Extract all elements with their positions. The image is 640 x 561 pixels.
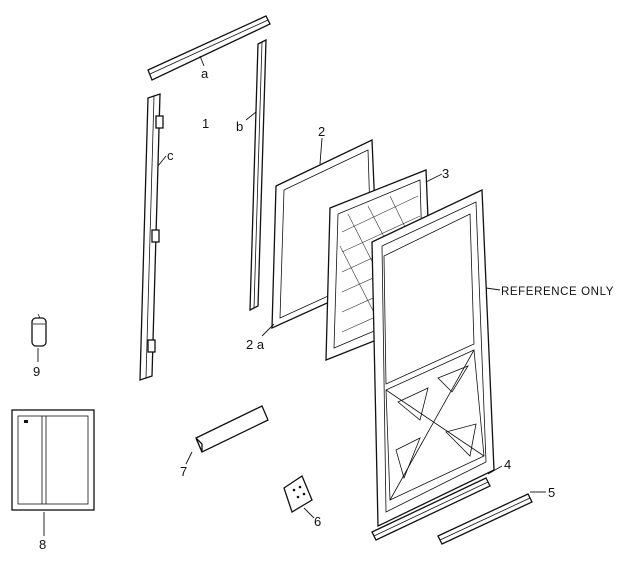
label-a: a <box>201 66 209 81</box>
part-a-top-rail <box>147 15 271 81</box>
part-5-threshold-strip <box>437 491 546 545</box>
label-b: b <box>236 119 243 134</box>
label-2: 2 <box>318 124 325 139</box>
label-7: 7 <box>180 464 187 479</box>
label-3: 3 <box>442 166 449 181</box>
label-c: c <box>167 148 174 163</box>
part-b-vertical-strip <box>245 38 267 312</box>
label-5: 5 <box>548 485 555 500</box>
label-2a: 2 a <box>246 337 265 352</box>
part-7-bumper-block <box>185 405 269 465</box>
label-9: 9 <box>33 364 40 379</box>
reference-door-frame <box>371 188 501 528</box>
part-8-panel-assembly <box>11 409 95 536</box>
label-8: 8 <box>39 537 46 552</box>
part-c-hinge-strip <box>139 93 167 381</box>
label-reference-only: REFERENCE ONLY <box>501 286 614 298</box>
label-6: 6 <box>314 514 321 529</box>
label-1: 1 <box>202 116 209 131</box>
part-6-mounting-plate <box>283 475 315 519</box>
part-4-bottom-sweep <box>371 465 503 541</box>
part-9-closer-cylinder <box>31 313 47 362</box>
label-4: 4 <box>504 457 511 472</box>
